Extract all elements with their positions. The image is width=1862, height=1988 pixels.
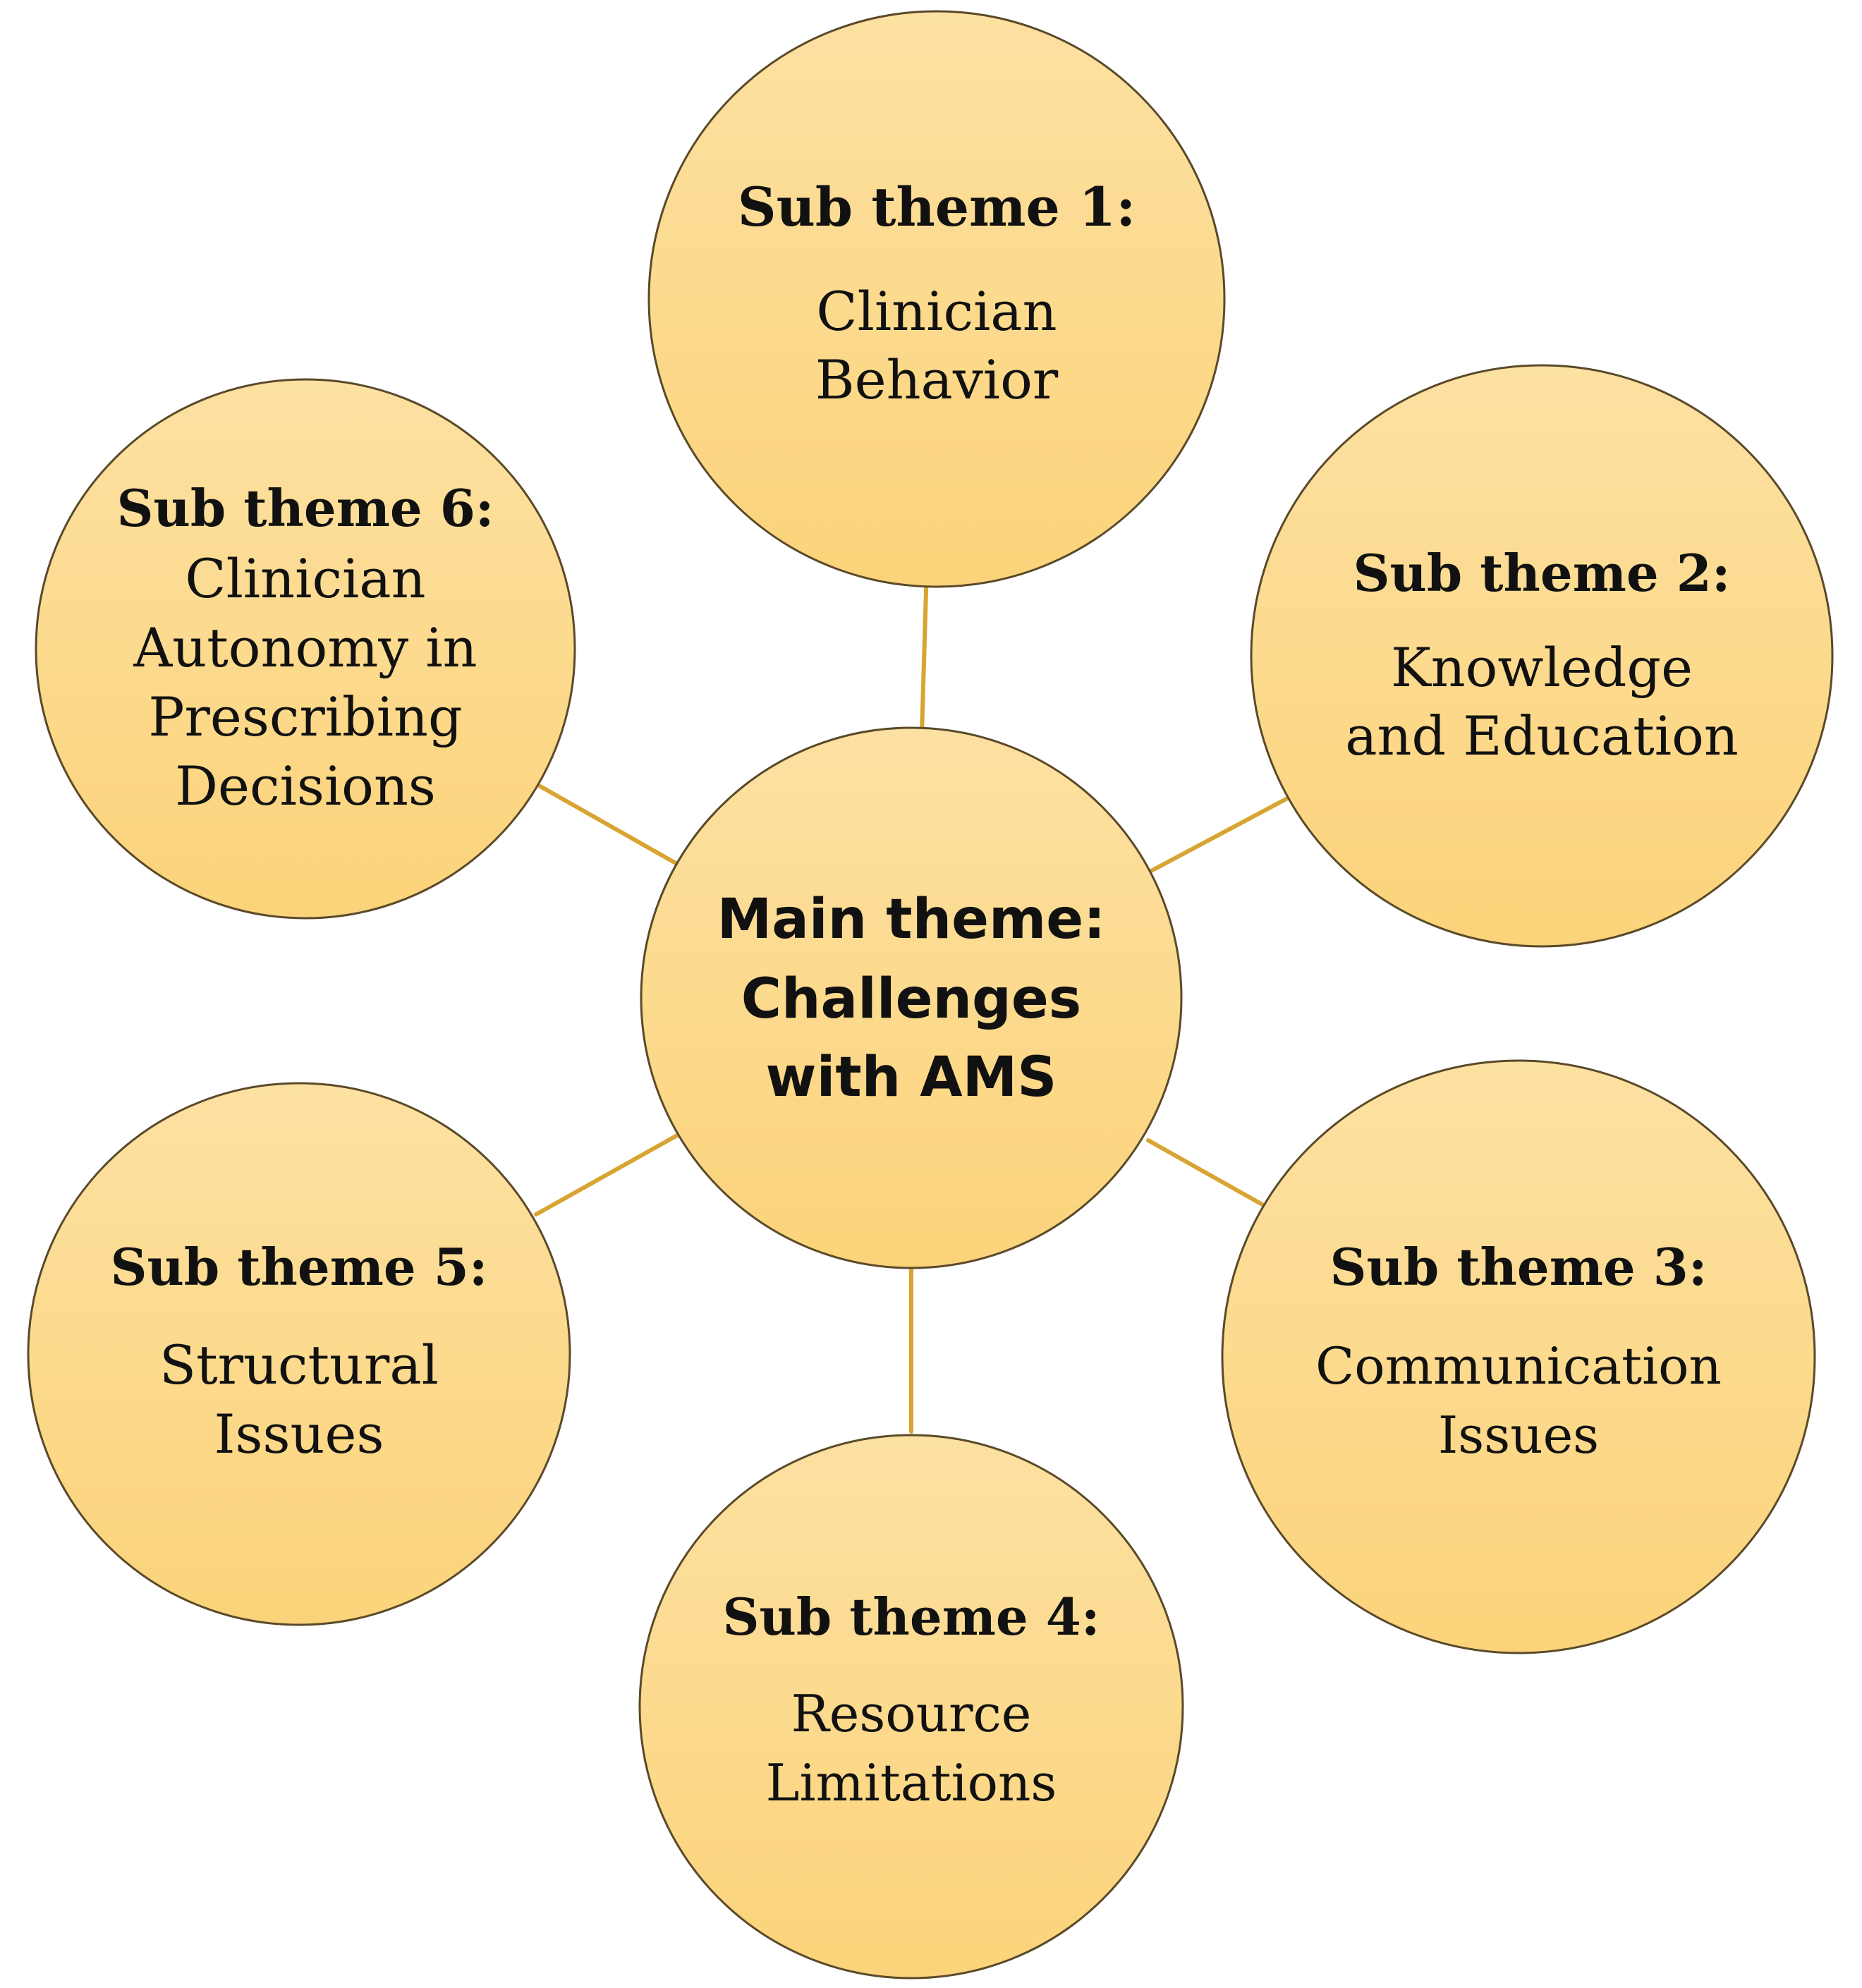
- sub-theme-1-line-1: Clinician: [816, 280, 1057, 343]
- sub-theme-3-circle: [1221, 1059, 1816, 1654]
- sub-theme-3-bubble: Sub theme 3: Communication Issues: [1221, 1059, 1816, 1654]
- sub-theme-5-bubble: Sub theme 5: Structural Issues: [27, 1082, 571, 1626]
- sub-theme-4-line-1: Resource: [791, 1684, 1032, 1743]
- main-theme-circle: [640, 726, 1183, 1269]
- sub-theme-1-title: Sub theme 1:: [738, 176, 1136, 238]
- sub-theme-5-line-1: Structural: [159, 1334, 439, 1396]
- sub-theme-2-bubble: Sub theme 2: Knowledge and Education: [1250, 364, 1834, 948]
- sub-theme-6-circle: [35, 378, 576, 920]
- connector-main-sub2: [1149, 794, 1294, 873]
- sub-theme-1-line-2: Behavior: [815, 348, 1059, 411]
- sub-theme-4-circle: [638, 1434, 1184, 1980]
- sub-theme-4-line-2: Limitations: [766, 1753, 1057, 1812]
- sub-theme-6-title: Sub theme 6:: [117, 478, 494, 538]
- connector-main-sub6: [538, 784, 679, 866]
- connector-main-sub1: [920, 566, 929, 736]
- connector-main-sub5: [534, 1133, 679, 1216]
- sub-theme-5-circle: [27, 1082, 571, 1626]
- main-theme-line-1: Main theme:: [717, 888, 1106, 951]
- sub-theme-6-line-3: Prescribing: [148, 685, 462, 748]
- sub-theme-4-title: Sub theme 4:: [723, 1587, 1100, 1647]
- sub-theme-6-line-1: Clinician: [185, 547, 425, 610]
- sub-theme-2-line-1: Knowledge: [1391, 636, 1693, 699]
- sub-theme-2-line-2: and Education: [1345, 705, 1739, 767]
- sub-theme-5-title: Sub theme 5:: [111, 1237, 488, 1297]
- sub-theme-6-bubble: Sub theme 6: Clinician Autonomy in Presc…: [35, 378, 576, 920]
- sub-theme-1-bubble: Sub theme 1: Clinician Behavior: [647, 10, 1226, 588]
- sub-theme-4-bubble: Sub theme 4: Resource Limitations: [638, 1434, 1184, 1980]
- sub-theme-1-circle: [647, 10, 1226, 588]
- sub-theme-3-line-2: Issues: [1438, 1405, 1599, 1465]
- sub-theme-2-title: Sub theme 2:: [1353, 543, 1731, 603]
- main-theme-line-2: Challenges: [741, 968, 1081, 1031]
- sub-theme-6-line-2: Autonomy in: [133, 616, 477, 679]
- main-theme-bubble: Main theme: Challenges with AMS: [640, 726, 1183, 1269]
- sub-theme-2-circle: [1250, 364, 1834, 948]
- connector-main-sub3: [1146, 1138, 1268, 1209]
- sub-theme-3-line-1: Communication: [1315, 1336, 1722, 1396]
- sub-theme-3-title: Sub theme 3:: [1330, 1237, 1708, 1297]
- connectors: [534, 566, 1294, 1434]
- sub-theme-5-line-2: Issues: [214, 1403, 384, 1465]
- main-theme-line-3: with AMS: [766, 1046, 1057, 1109]
- sub-theme-6-line-4: Decisions: [175, 755, 436, 817]
